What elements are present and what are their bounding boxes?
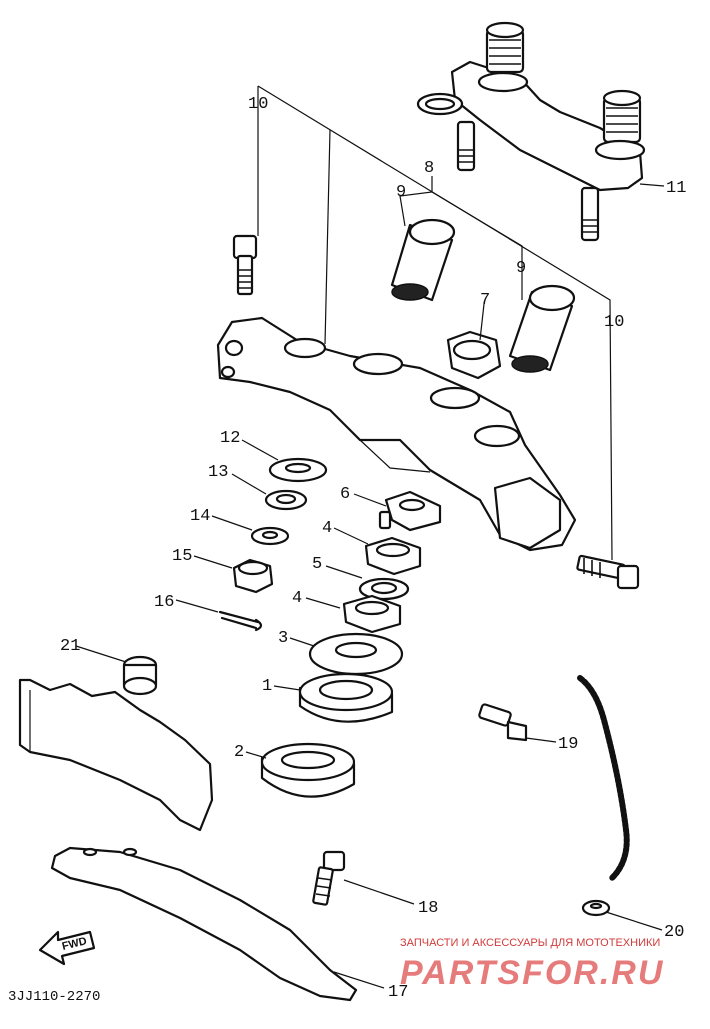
callout-9-left: 9 [396,183,406,202]
nut-part-15 [232,558,274,594]
watermark-tagline: ЗАПЧАСТИ И АКСЕССУАРЫ ДЛЯ МОТОТЕХНИКИ [400,937,660,949]
washer-part-6 [378,490,442,532]
callout-17: 17 [388,983,408,1002]
washer-part-14 [250,526,290,546]
callout-16: 16 [154,593,174,612]
damper-part-9-right [508,284,576,373]
washer-part-13 [264,489,308,511]
callout-13: 13 [208,463,228,482]
handlebar-holder-part-11 [416,21,646,242]
washer-part-12 [268,457,328,483]
callout-4-upper: 4 [322,519,332,538]
callout-18: 18 [418,899,438,918]
callout-3: 3 [278,629,288,648]
callout-21: 21 [60,637,80,656]
ring-nut-part-4-lower [342,594,402,634]
callout-10-right: 10 [604,313,624,332]
bolt-part-10-right [576,554,640,590]
callout-7: 7 [480,291,490,310]
leader-lines [75,85,665,989]
callout-1: 1 [262,677,272,696]
bracket-part-17 [50,846,358,1002]
callout-8: 8 [424,159,434,178]
callout-10-left: 10 [248,95,268,114]
forward-arrow-label: FWD [61,935,88,953]
damper-part-9-left [390,218,456,302]
cover-part-3 [308,632,404,676]
grommet-part-21 [122,655,158,696]
forward-arrow: FWD [38,930,96,966]
washer-part-5 [358,577,410,601]
bolt-part-18 [312,850,346,906]
callout-2: 2 [234,743,244,762]
cotter-pin-part-16 [218,610,263,632]
cable-part-20 [577,675,630,917]
ring-nut-part-4-upper [364,536,422,576]
fitting-part-19 [478,703,528,742]
callout-15: 15 [172,547,192,566]
callout-4-lower: 4 [292,589,302,608]
callout-14: 14 [190,507,210,526]
nut-part-7 [446,330,502,380]
callout-labels: 10 10 8 9 9 7 11 12 13 14 6 4 15 5 16 4 … [60,95,686,1002]
upper-bracket [216,316,577,552]
callout-11: 11 [666,179,686,198]
diagram-code: 3JJ110-2270 [8,989,100,1005]
bolt-part-10-left [232,234,258,296]
watermark-brand: PARTSFOR.RU [400,954,664,992]
callout-19: 19 [558,735,578,754]
bearing-part-2 [260,742,356,798]
callout-9-right: 9 [516,259,526,278]
callout-5: 5 [312,555,322,574]
callout-6: 6 [340,485,350,504]
callout-20: 20 [664,923,684,942]
headlight-cover-left [18,678,214,832]
bearing-part-1 [298,672,394,723]
watermark: ЗАПЧАСТИ И АКСЕССУАРЫ ДЛЯ МОТОТЕХНИКИ PA… [400,937,664,992]
callout-12: 12 [220,429,240,448]
